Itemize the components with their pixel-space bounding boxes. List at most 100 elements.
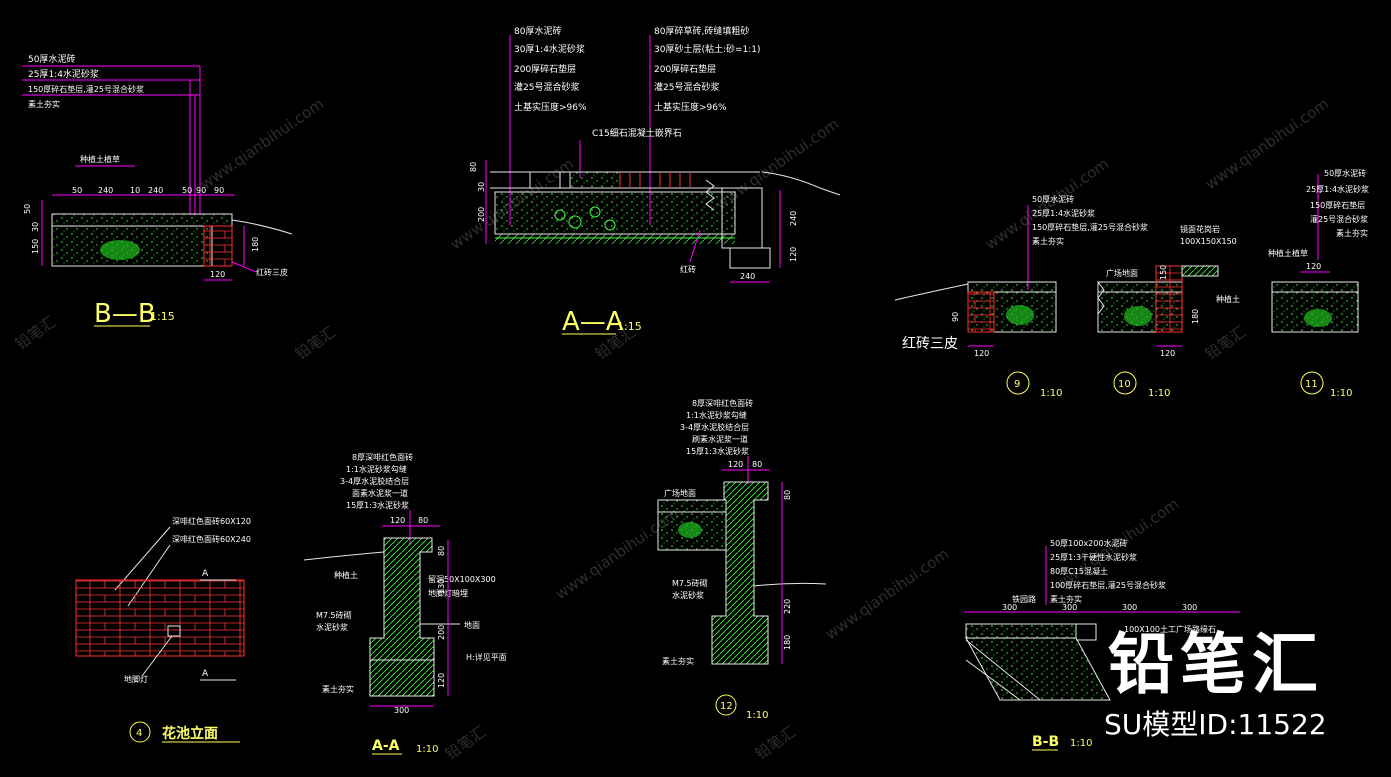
- section-mark: A: [202, 569, 209, 579]
- note: 25厚1:3干硬性水泥砂浆: [1050, 552, 1137, 562]
- dim: 50: [23, 204, 32, 214]
- dim: 150: [31, 239, 40, 254]
- drawing-scale: 1:10: [1330, 388, 1352, 399]
- dim: 50: [182, 186, 192, 195]
- label-plaza: 广场地面: [1106, 268, 1138, 278]
- detail-number: 4: [136, 728, 142, 739]
- dim: 240: [98, 186, 113, 195]
- section-bb-top: 50厚水泥砖 25厚1:4水泥砂浆 150厚碎石垫层,灌25号混合砂浆 素土夯实…: [22, 53, 293, 329]
- dim: 90: [214, 186, 224, 195]
- note: 素土夯实: [1336, 228, 1368, 238]
- detail-4-elevation: 深啡红色面砖60X120 深啡红色面砖60X240 A A 地脚灯 4 花池立面: [75, 516, 251, 743]
- note: 15厚1:3水泥砂浆: [346, 500, 409, 510]
- label-brick: 红砖三皮: [902, 336, 958, 352]
- note: 50厚水泥砖: [1032, 194, 1074, 204]
- drawing-scale: 1:15: [617, 320, 642, 333]
- note: 8厚深啡红色面砖: [352, 452, 413, 462]
- drawing-title: A—A: [562, 307, 624, 337]
- label-light: 地脚灯: [124, 674, 148, 684]
- dim: 130: [437, 579, 446, 594]
- watermark: 铅笔汇: [292, 323, 339, 364]
- watermark: 铅笔汇: [12, 313, 59, 354]
- note: 刷素水泥浆一道: [692, 434, 748, 444]
- dim: 180: [783, 635, 792, 650]
- dim: 300: [1122, 603, 1137, 612]
- label-base: 素土夯实: [662, 656, 694, 666]
- dim: 240: [148, 186, 163, 195]
- dim: 300: [1182, 603, 1197, 612]
- note: 3-4厚水泥胶结合层: [680, 422, 749, 432]
- model-id-label: SU模型ID:11522: [1104, 708, 1327, 741]
- label-mortar: 水泥砂浆: [316, 622, 348, 632]
- dim: 90: [196, 186, 206, 195]
- note: 80厚水泥砖: [514, 25, 561, 37]
- dim: 80: [783, 490, 792, 500]
- section-aa-top: 80厚水泥砖 30厚1:4水泥砂浆 200厚碎石垫层 灌25号混合砂浆 土基实压…: [469, 25, 841, 337]
- label-h: H:详见平面: [466, 652, 507, 662]
- note: 素土夯实: [1050, 594, 1082, 604]
- dim: 300: [1062, 603, 1077, 612]
- label-stone: 镜面花岗岩: [1180, 224, 1220, 234]
- note: 50厚水泥砖: [28, 53, 75, 65]
- note: 50厚水泥砖: [1324, 168, 1366, 178]
- dim: 180: [251, 237, 260, 252]
- note: 150厚碎石垫层: [1310, 200, 1365, 210]
- note: 深啡红色面砖60X120: [172, 516, 251, 526]
- note: 80厚碎草砖,砖缝填粗砂: [654, 25, 749, 37]
- dim: 90: [951, 312, 960, 322]
- label-base: 素土夯实: [322, 684, 354, 694]
- note: 1:1水泥砂浆勾缝: [686, 410, 747, 420]
- detail-number: 9: [1014, 379, 1020, 390]
- note: 8厚深啡红色面砖: [692, 398, 753, 408]
- note: 深啡红色面砖60X240: [172, 534, 251, 544]
- note: 150厚碎石垫层,灌25号混合砂浆: [1032, 222, 1148, 232]
- watermark: 铅笔汇: [752, 723, 799, 764]
- dim: 80: [418, 516, 428, 525]
- dim: 200: [437, 625, 446, 640]
- note: 3-4厚水泥胶结合层: [340, 476, 409, 486]
- label-stone-size: 100X150X150: [1180, 237, 1237, 246]
- detail-11: 50厚水泥砖 25厚1:4水泥砂浆 150厚碎石垫层 灌25号混合砂浆 素土夯实…: [1268, 168, 1369, 399]
- dim: 180: [1191, 309, 1200, 324]
- watermark: www.qianbihui.com: [822, 545, 952, 644]
- dim: 150: [1159, 265, 1168, 280]
- detail-number: 12: [720, 701, 733, 712]
- dim: 30: [477, 182, 486, 192]
- note: 50厚100x200水泥砖: [1050, 538, 1127, 548]
- dim: 10: [130, 186, 140, 195]
- brand-logo: 铅笔汇: [1108, 626, 1324, 703]
- note: 素土夯实: [28, 99, 60, 109]
- dim: 30: [31, 222, 40, 232]
- dim: 80: [437, 546, 446, 556]
- note: 土基实压度>96%: [654, 101, 727, 113]
- label-curb: 100X100土工广场路缘石: [1124, 624, 1216, 634]
- watermark: www.qianbihui.com: [197, 95, 327, 194]
- label-planting: 种植土: [1216, 294, 1240, 304]
- watermark: www.qianbihui.com: [1202, 95, 1332, 194]
- dim: 200: [477, 207, 486, 222]
- watermark: 铅笔汇: [1202, 323, 1249, 364]
- drawing-scale: 1:10: [746, 710, 768, 721]
- note: 200厚碎石垫层: [514, 63, 576, 75]
- note: 灌25号混合砂浆: [514, 81, 579, 93]
- note: 150厚碎石垫层,灌25号混合砂浆: [28, 84, 144, 94]
- drawing-scale: 1:10: [416, 744, 438, 755]
- note: 15厚1:3水泥砂浆: [686, 446, 749, 456]
- dim: 240: [740, 272, 755, 281]
- note: 1:1水泥砂浆勾缝: [346, 464, 407, 474]
- label-brick: 红砖三皮: [256, 267, 288, 277]
- note: 30厚砂土层(粘土:砂=1:1): [654, 43, 761, 55]
- detail-12: 8厚深啡红色面砖 1:1水泥砂浆勾缝 3-4厚水泥胶结合层 刷素水泥浆一道 15…: [657, 398, 827, 721]
- drawing-title: 花池立面: [162, 725, 218, 742]
- dim: 120: [437, 673, 446, 688]
- label-mortar: 水泥砂浆: [672, 590, 704, 600]
- dim: 120: [789, 247, 798, 262]
- note: 25厚1:4水泥砂浆: [1306, 184, 1369, 194]
- dim: 80: [752, 460, 762, 469]
- note: 200厚碎石垫层: [654, 63, 716, 75]
- label-plaza: 广场地面: [664, 488, 696, 498]
- dim: 120: [728, 460, 743, 469]
- label-planting: 种植土植草: [80, 154, 120, 164]
- dim: 300: [1002, 603, 1017, 612]
